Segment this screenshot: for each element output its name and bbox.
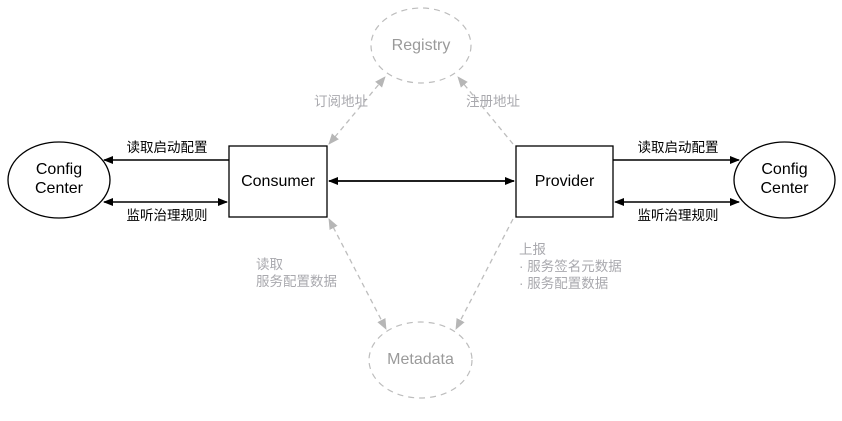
edge-label-read-service-config-data: 读取 服务配置数据 [256, 257, 337, 289]
metadata-ellipse [368, 321, 473, 399]
consumer-rect [228, 145, 328, 218]
edge-label-watch-governance-rules-right: 监听治理规则 [637, 208, 719, 223]
node-registry[interactable] [370, 7, 472, 84]
provider-rect [515, 145, 614, 218]
node-config-center-right[interactable] [733, 141, 836, 219]
edge-label-watch-governance-rules-left: 监听治理规则 [126, 208, 208, 223]
edge-label-subscribe-address: 订阅地址 [314, 94, 368, 109]
edge-provider-registry-register[interactable] [457, 76, 514, 145]
node-provider[interactable] [515, 145, 614, 218]
edge-label-read-startup-config-right: 读取启动配置 [637, 140, 719, 155]
registry-ellipse [370, 7, 472, 84]
node-metadata[interactable] [368, 321, 473, 399]
edge-consumer-metadata-read[interactable] [328, 218, 387, 330]
edge-label-read-startup-config-left: 读取启动配置 [126, 140, 208, 155]
config-center-left-ellipse [7, 141, 111, 219]
edge-label-register-address: 注册地址 [466, 94, 520, 109]
edge-provider-metadata-report[interactable] [455, 218, 514, 330]
edge-consumer-registry-subscribe[interactable] [328, 76, 386, 145]
node-consumer[interactable] [228, 145, 328, 218]
edge-label-report-metadata: 上报 · 服务签名元数据 · 服务配置数据 [519, 242, 622, 291]
node-config-center-left[interactable] [7, 141, 111, 219]
config-center-right-ellipse [733, 141, 836, 219]
